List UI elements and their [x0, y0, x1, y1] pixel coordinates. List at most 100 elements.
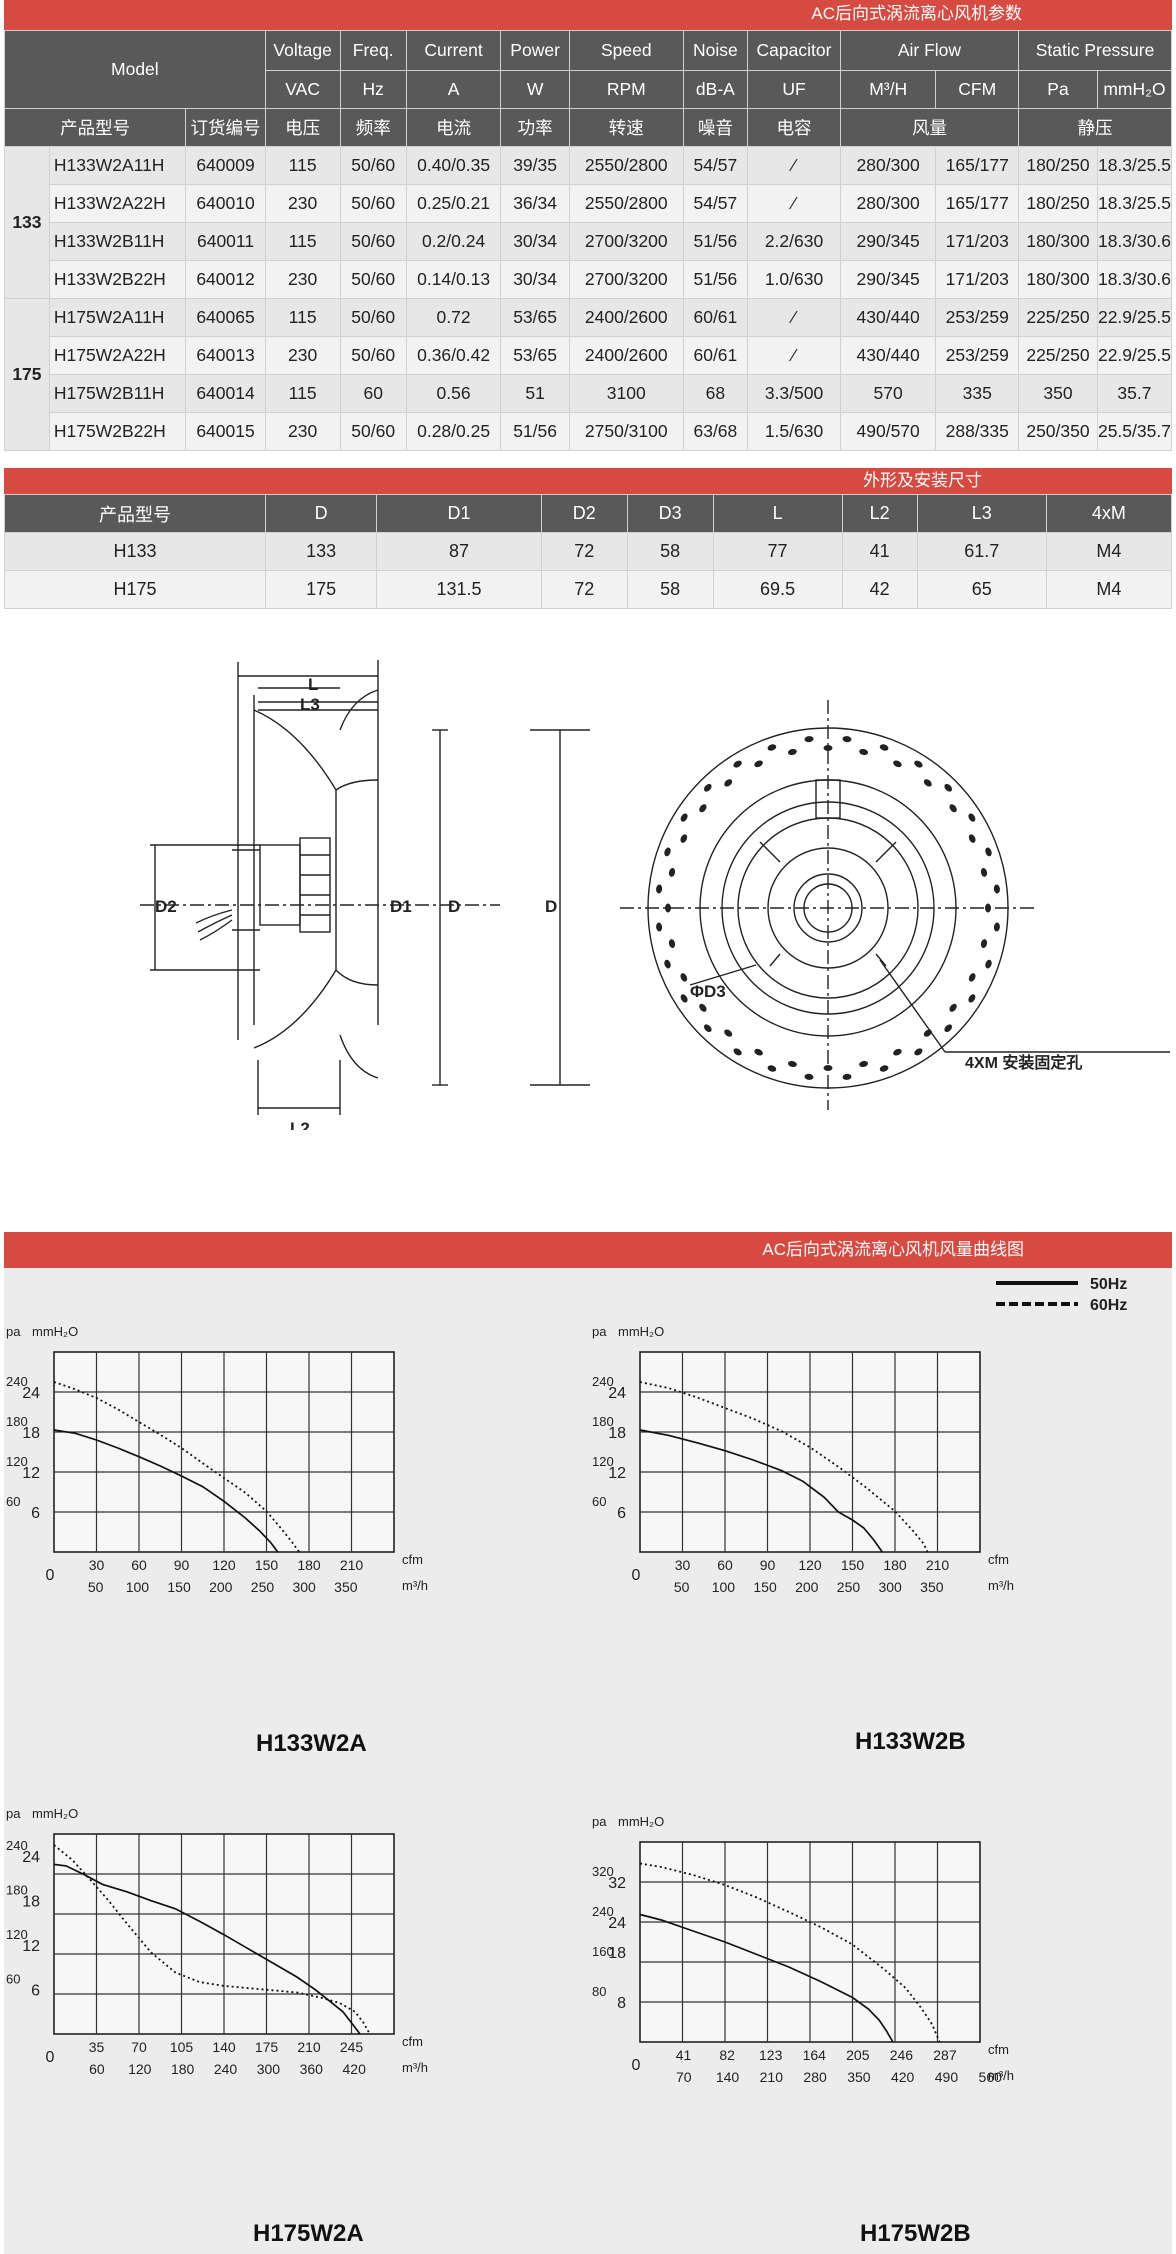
spec-cell: 1.5/630 — [747, 412, 841, 451]
perforation-dot — [787, 1060, 797, 1068]
y-tick-pa: 80 — [592, 1984, 606, 1999]
perforation-dot — [668, 939, 676, 949]
spec-cell: 2.2/630 — [747, 222, 841, 261]
label-l3: L3 — [300, 695, 320, 714]
x-tick-cfm: 180 — [297, 1557, 321, 1573]
perforation-dot — [699, 804, 707, 813]
spec-cell: 640009 — [185, 146, 266, 185]
label-mount: 4XM 安装固定孔 — [965, 1053, 1082, 1072]
perforation-dot — [665, 903, 671, 913]
perforation-dot — [893, 1048, 902, 1056]
legend-60hz: 60Hz — [1090, 1297, 1127, 1314]
spec-cell: 288/335 — [935, 412, 1020, 451]
x-tick-cfm: 60 — [717, 1557, 733, 1573]
x-tick-cfm: 0 — [46, 1567, 55, 1584]
x-tick-m3h: 50 — [88, 1579, 104, 1595]
legend-50hz: 50Hz — [1090, 1276, 1127, 1293]
x-tick-m3h: 200 — [795, 1579, 819, 1595]
label-front-d: D — [545, 897, 557, 916]
spec-cell: 2550/2800 — [568, 184, 684, 223]
spec-cell: 335 — [935, 374, 1020, 413]
axis-unit-pa: pa — [6, 1806, 21, 1821]
col-capacitor: Capacitor — [747, 30, 841, 71]
spec-cell: 0.14/0.13 — [405, 260, 502, 299]
y-tick-mmh2o: 32 — [608, 1875, 626, 1892]
perforation-dots — [656, 736, 1000, 1080]
spec-cell: 115 — [264, 222, 341, 261]
spec-cell: 22.9/25.5 — [1096, 298, 1173, 337]
perforation-dot — [680, 813, 688, 822]
y-tick-mmh2o: 24 — [22, 1385, 40, 1402]
x-tick-cfm: 205 — [846, 2047, 870, 2063]
perforation-dot — [767, 744, 777, 751]
spec-cell: 225/250 — [1018, 336, 1098, 375]
dims-cell: 72 — [540, 570, 628, 609]
x-tick-m3h: 250 — [251, 1579, 275, 1595]
spec-cell: 180/250 — [1018, 146, 1098, 185]
x-tick-cfm: 90 — [760, 1557, 776, 1573]
perforation-dot — [767, 1065, 777, 1072]
dims-header-cell: 产品型号 — [3, 494, 267, 533]
y-tick-pa: 180 — [6, 1414, 28, 1429]
x-tick-cfm: 245 — [340, 2039, 364, 2055]
axis-unit-m3h: m³/h — [402, 1578, 428, 1593]
y-tick-mmh2o: 24 — [22, 1849, 40, 1866]
spec-cell: 115 — [264, 146, 341, 185]
spec-cell: 18.3/25.5 — [1096, 146, 1173, 185]
y-tick-pa: 180 — [592, 1414, 614, 1429]
x-tick-m3h: 60 — [89, 2061, 105, 2077]
spec-cell: 280/300 — [839, 146, 937, 185]
perforation-dot — [703, 783, 712, 792]
col-speed: Speed — [568, 30, 684, 71]
spec-cell: 230 — [264, 336, 341, 375]
spec-cell: 640013 — [185, 336, 266, 375]
spec-cell: 0.36/0.42 — [405, 336, 502, 375]
perforation-dot — [842, 736, 852, 743]
y-tick-mmh2o: 24 — [608, 1385, 626, 1402]
y-tick-pa: 180 — [6, 1883, 28, 1898]
perforation-dot — [968, 813, 976, 822]
spec-cell: 0.40/0.35 — [405, 146, 502, 185]
perforation-dot — [842, 1073, 852, 1080]
cn-static-pressure: 静压 — [1018, 108, 1172, 147]
unit-a: A — [405, 70, 502, 109]
spec-cell: 171/203 — [935, 260, 1020, 299]
unit-pa: Pa — [1018, 70, 1098, 109]
spec-cell: 570 — [839, 374, 937, 413]
spec-cell: 2700/3200 — [568, 222, 684, 261]
label-l: L — [308, 675, 318, 694]
axis-unit-cfm: cfm — [402, 1552, 423, 1567]
perforation-dot — [893, 760, 902, 768]
spec-cell: H175W2B11H — [48, 374, 187, 413]
x-tick-m3h: 200 — [209, 1579, 233, 1595]
spec-cell: H133W2A22H — [48, 184, 187, 223]
perforation-dot — [914, 760, 923, 768]
axis-unit-pa: pa — [592, 1324, 607, 1339]
x-tick-cfm: 90 — [174, 1557, 190, 1573]
y-tick-pa: 120 — [6, 1454, 28, 1469]
col-noise: Noise — [682, 30, 749, 71]
spec-cell: 60 — [339, 374, 407, 413]
x-tick-cfm: 0 — [632, 2057, 641, 2074]
group-label: 175 — [4, 298, 50, 451]
perforation-dot — [754, 760, 763, 768]
unit-hz: Hz — [339, 70, 407, 109]
label-d2: D2 — [155, 897, 177, 916]
y-tick-pa: 60 — [592, 1494, 606, 1509]
y-tick-pa: 240 — [6, 1838, 28, 1853]
y-tick-mmh2o: 12 — [22, 1938, 40, 1955]
spec-cell: 115 — [264, 298, 341, 337]
x-tick-m3h: 420 — [891, 2069, 915, 2085]
chart-title-h133w2a: H133W2A — [256, 1730, 367, 1757]
spec-cell: 290/345 — [839, 222, 937, 261]
perforation-dot — [859, 1060, 869, 1068]
perforation-dot — [993, 884, 1000, 894]
x-tick-cfm: 164 — [803, 2047, 827, 2063]
spec-cell: 60/61 — [682, 298, 749, 337]
x-tick-m3h: 180 — [171, 2061, 195, 2077]
x-tick-m3h: 300 — [257, 2061, 281, 2077]
